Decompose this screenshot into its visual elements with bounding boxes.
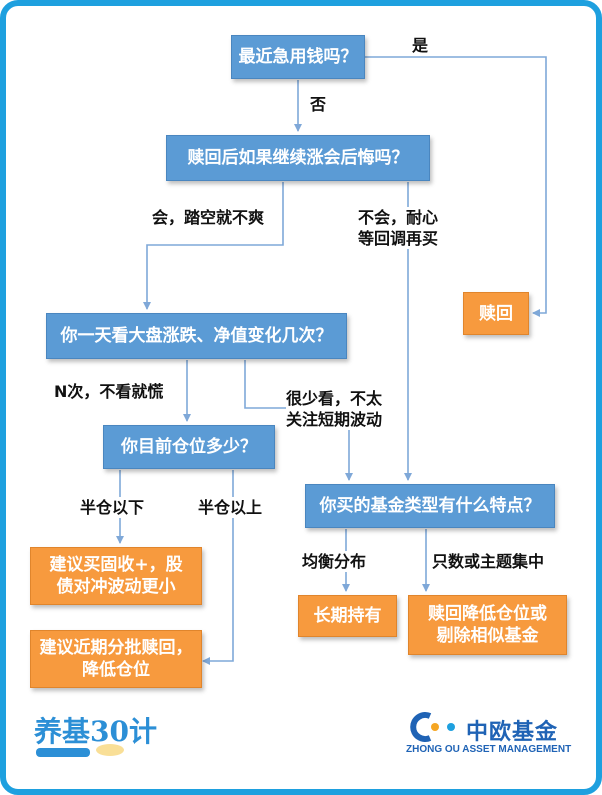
zhongou-logo-icon	[410, 712, 455, 742]
label-will-regret: 会，踏空就不爽	[152, 207, 265, 228]
answer-buy-fixed-income-plus: 建议买固收+，股 债对冲波动更小	[30, 547, 202, 605]
answer-redeem: 赎回	[463, 292, 529, 335]
label-no: 否	[310, 94, 327, 115]
zhongou-logo: 中欧基金 ZHONG OU ASSET MANAGEMENT	[404, 708, 582, 764]
label-wont-regret: 不会，耐心 等回调再买	[358, 207, 439, 249]
yangji-logo-mark	[36, 744, 124, 757]
label-few-themes: 只数或主题集中	[432, 551, 545, 572]
connector-q4-advice-batch	[202, 470, 234, 665]
question-regret-after-redeem: 赎回后如果继续涨会后悔吗？	[166, 135, 430, 181]
answer-redeem-in-batches: 建议近期分批赎回， 降低仓位	[30, 630, 202, 688]
label-rarely: 很少看，不太 关注短期波动	[286, 388, 383, 430]
zhongou-logo-english: ZHONG OU ASSET MANAGEMENT	[406, 744, 572, 755]
label-n-times: N次，不看就慌	[54, 381, 164, 402]
answer-hold-long-term: 长期持有	[298, 595, 397, 637]
label-below-half: 半仓以下	[80, 497, 145, 518]
question-urgent-money: 最近急用钱吗？	[231, 35, 365, 79]
connector-q2-q3	[143, 182, 284, 310]
question-position-size: 你目前仓位多少？	[103, 425, 275, 469]
answer-reduce-or-remove-similar: 赎回降低仓位或 剔除相似基金	[408, 595, 567, 655]
question-check-frequency: 你一天看大盘涨跌、净值变化几次？	[46, 313, 347, 359]
question-fund-type: 你买的基金类型有什么特点？	[305, 484, 555, 528]
zhongou-logo-name: 中欧基金	[466, 720, 559, 745]
label-yes: 是	[412, 35, 429, 56]
connector-q1-redeem	[365, 56, 547, 317]
yangji-logo-text: 养基30计	[34, 715, 157, 748]
yangji-logo: 养基30计	[34, 704, 174, 766]
label-balanced: 均衡分布	[302, 551, 367, 572]
label-above-half: 半仓以上	[198, 497, 263, 518]
